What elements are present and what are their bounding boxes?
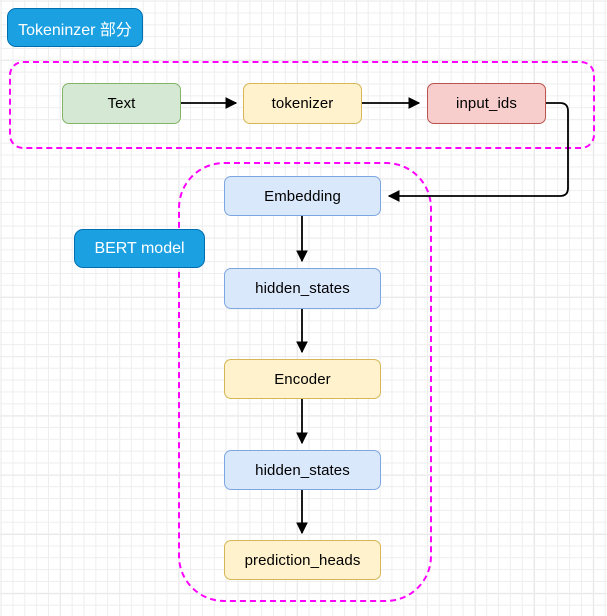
node-tokenizer[interactable]: tokenizer <box>243 83 362 124</box>
node-text[interactable]: Text <box>62 83 181 124</box>
bert-group-boundary <box>178 162 432 602</box>
node-input-ids[interactable]: input_ids <box>427 83 546 124</box>
node-hidden-states-2[interactable]: hidden_states <box>224 450 381 490</box>
node-embedding[interactable]: Embedding <box>224 176 381 216</box>
group-label-tokenizer[interactable]: Tokeninzer 部分 <box>7 8 143 47</box>
node-encoder[interactable]: Encoder <box>224 359 381 399</box>
node-prediction-heads[interactable]: prediction_heads <box>224 540 381 580</box>
group-label-bert-model[interactable]: BERT model <box>74 229 205 268</box>
node-hidden-states-1[interactable]: hidden_states <box>224 268 381 309</box>
tokenizer-group-boundary <box>9 61 595 149</box>
